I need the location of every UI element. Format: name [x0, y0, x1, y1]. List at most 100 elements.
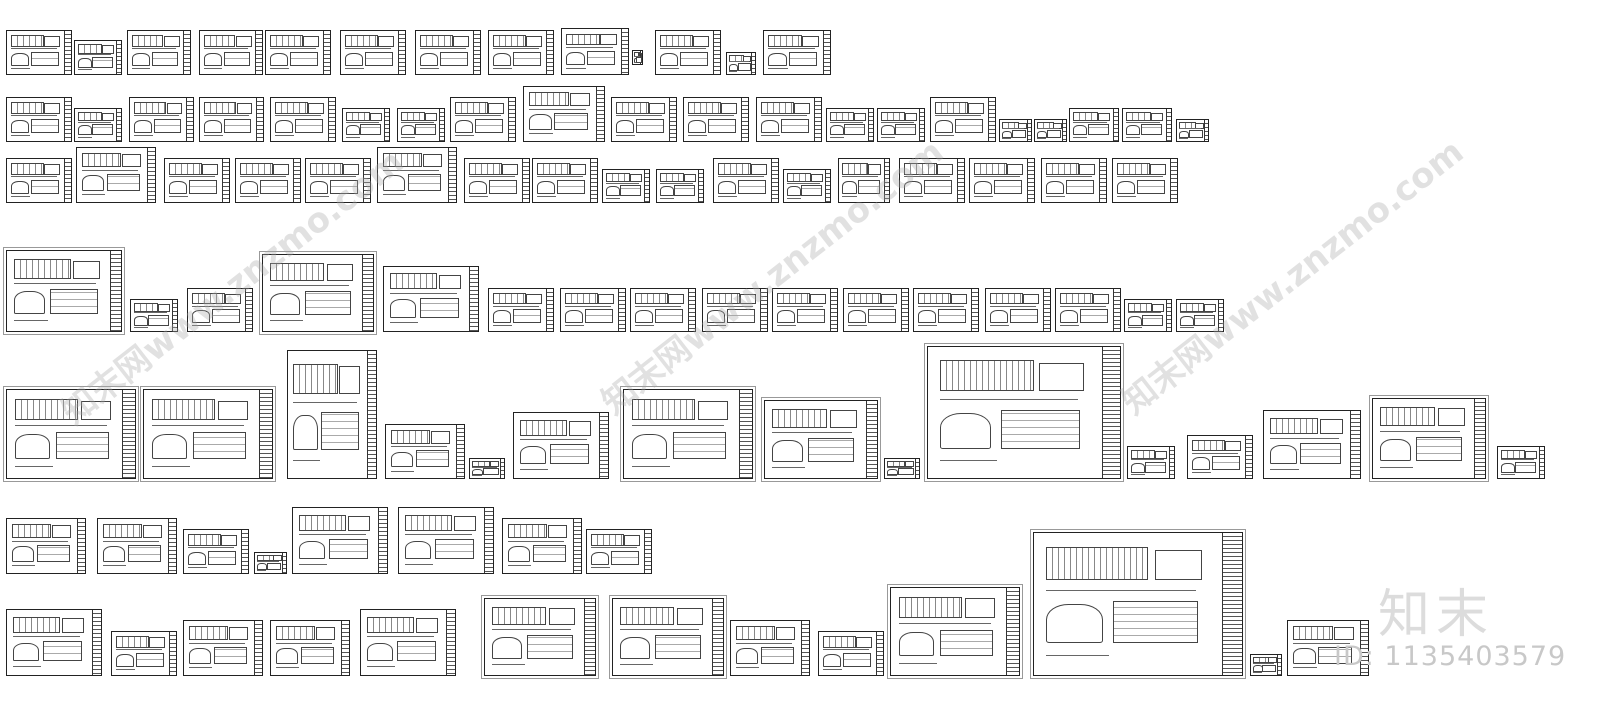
- drawing-view: [1178, 128, 1202, 130]
- drawing-view: [404, 534, 473, 535]
- drawing-view: [706, 293, 740, 305]
- drawing-view: [293, 414, 319, 450]
- drawing-view: [638, 52, 642, 58]
- drawing-view: [36, 544, 70, 563]
- drawing-view: [10, 180, 30, 194]
- drawing-view: [786, 186, 801, 197]
- drawing-view: [1097, 112, 1111, 122]
- drawing-view: [687, 119, 707, 133]
- drawing-view: [256, 570, 267, 572]
- drawing-view: [44, 103, 61, 114]
- title-block: [713, 31, 720, 74]
- drawing-sheet-thumbnail: [1030, 529, 1246, 679]
- drawing-view: [1191, 457, 1211, 470]
- title-block: [1027, 159, 1034, 202]
- drawing-view: [1093, 294, 1110, 305]
- drawing-view: [636, 57, 642, 63]
- drawing-view: [272, 555, 282, 562]
- drawing-view: [396, 641, 437, 662]
- drawing-view: [192, 432, 246, 459]
- drawing-view: [400, 125, 415, 136]
- drawing-view: [659, 35, 693, 47]
- drawing-view: [77, 44, 102, 54]
- drawing-view: [1036, 130, 1047, 138]
- drawing-view: [934, 119, 954, 133]
- drawing-view: [316, 627, 336, 641]
- drawing-view: [12, 636, 81, 637]
- drawing-view: [491, 664, 525, 666]
- drawing-view: [424, 112, 437, 122]
- drawing-view: [13, 291, 46, 314]
- title-block: [771, 159, 778, 202]
- drawing-view: [290, 51, 318, 66]
- drawing-view: [133, 315, 148, 326]
- drawing-view: [188, 626, 229, 641]
- title-block: [830, 289, 837, 331]
- drawing-view: [131, 48, 177, 50]
- drawing-view: [634, 305, 681, 307]
- drawing-view: [513, 309, 541, 323]
- drawing-view: [1072, 121, 1108, 123]
- drawing-view: [419, 67, 440, 69]
- drawing-sheet-thumbnail: [111, 631, 177, 676]
- drawing-sheet-thumbnail: [183, 529, 249, 574]
- drawing-view: [131, 67, 151, 69]
- drawing-view: [131, 35, 164, 47]
- title-block: [1217, 300, 1223, 331]
- title-block: [1165, 300, 1171, 331]
- drawing-view: [77, 54, 111, 56]
- drawing-view: [528, 114, 552, 131]
- drawing-view: [81, 194, 106, 196]
- drawing-sheet-thumbnail: [3, 386, 139, 482]
- drawing-view: [431, 431, 451, 444]
- drawing-sheet-thumbnail: [6, 97, 72, 142]
- drawing-view: [1178, 138, 1189, 140]
- drawing-view: [917, 310, 937, 323]
- drawing-view: [801, 185, 822, 197]
- drawing-view: [1252, 672, 1262, 674]
- drawing-sheet-thumbnail: [1112, 158, 1178, 203]
- drawing-view: [309, 195, 330, 197]
- drawing-sheet-thumbnail: [1055, 288, 1121, 332]
- title-block: [508, 98, 515, 141]
- drawing-view: [1334, 627, 1354, 641]
- title-block: [1112, 109, 1118, 141]
- drawing-view: [771, 467, 806, 469]
- drawing-sheet-thumbnail: [360, 609, 456, 676]
- title-block: [814, 98, 821, 141]
- drawing-view: [151, 398, 216, 421]
- drawing-view: [829, 112, 854, 122]
- drawing-view: [1500, 462, 1515, 473]
- title-block: [438, 109, 444, 141]
- drawing-view: [400, 112, 425, 122]
- drawing-view: [212, 309, 240, 323]
- drawing-sheet-thumbnail: [6, 518, 86, 574]
- drawing-sheet-thumbnail: [1497, 446, 1545, 479]
- drawing-view: [10, 176, 57, 178]
- drawing-view: [659, 48, 706, 50]
- drawing-view: [973, 195, 994, 197]
- drawing-view: [321, 411, 359, 450]
- drawing-view: [191, 310, 211, 323]
- title-block: [146, 148, 155, 202]
- drawing-sheet-thumbnail: [340, 30, 406, 75]
- drawing-view: [1045, 163, 1079, 175]
- drawing-view: [989, 305, 1036, 307]
- drawing-sheet-thumbnail: [1369, 395, 1489, 482]
- drawing-view: [989, 325, 1010, 327]
- title-block: [1168, 447, 1174, 478]
- title-block: [598, 413, 608, 478]
- drawing-view: [903, 180, 923, 194]
- drawing-view: [519, 439, 588, 440]
- drawing-view: [344, 52, 364, 66]
- drawing-view: [163, 36, 180, 47]
- title-block: [918, 109, 924, 141]
- drawing-view: [389, 322, 418, 324]
- title-block: [362, 255, 373, 331]
- drawing-view: [168, 163, 202, 175]
- drawing-view: [492, 305, 539, 307]
- drawing-view: [868, 164, 881, 175]
- drawing-view: [631, 425, 724, 427]
- drawing-sheet-thumbnail: [385, 424, 465, 479]
- drawing-view: [92, 56, 113, 69]
